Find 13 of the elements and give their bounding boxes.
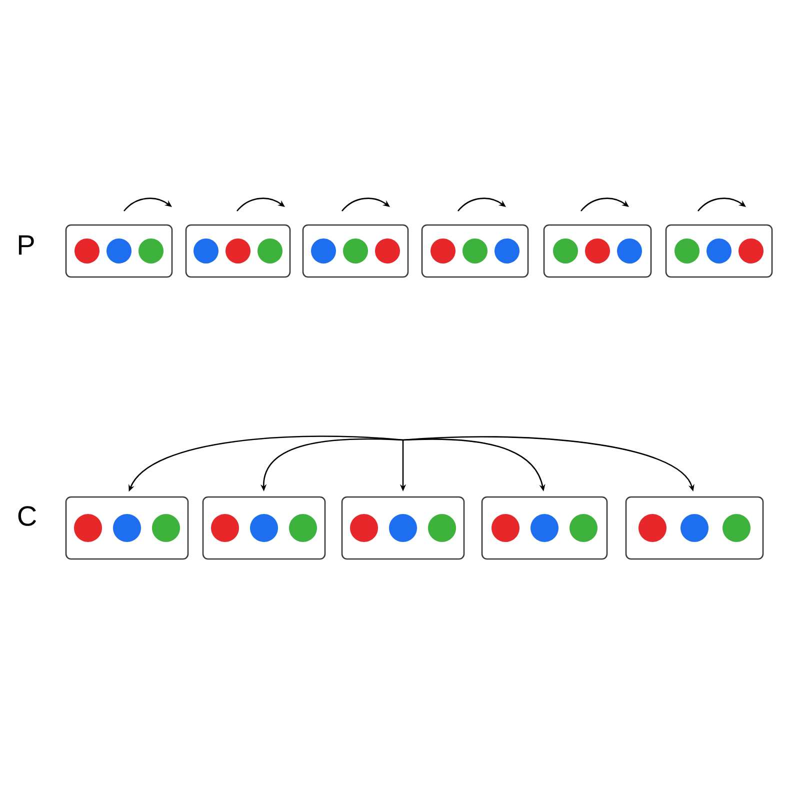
rounded-box bbox=[185, 224, 291, 278]
rounded-box bbox=[665, 224, 773, 278]
rounded-box bbox=[65, 496, 189, 560]
row-label: P bbox=[18, 235, 34, 255]
rounded-box bbox=[421, 224, 529, 278]
rounded-box bbox=[481, 496, 608, 560]
rounded-box bbox=[625, 496, 764, 560]
rounded-box bbox=[65, 224, 173, 278]
rounded-box bbox=[202, 496, 326, 560]
rounded-box bbox=[341, 496, 465, 560]
rounded-box bbox=[302, 224, 409, 278]
rounded-box bbox=[543, 224, 652, 278]
row-label: C bbox=[18, 506, 36, 526]
